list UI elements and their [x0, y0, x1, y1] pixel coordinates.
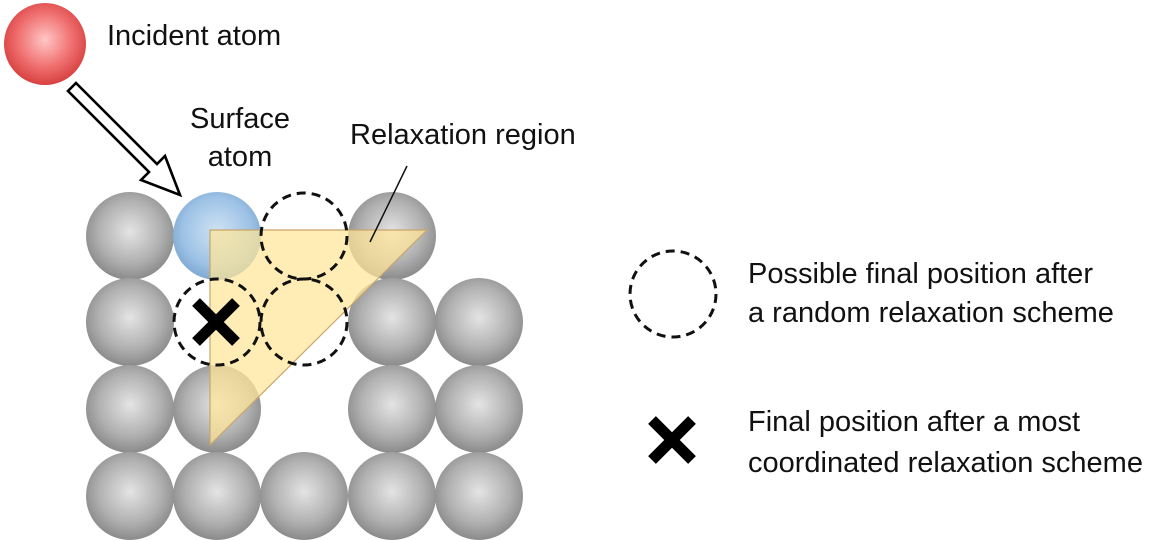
bulk-atom	[435, 365, 523, 453]
incidence-arrow-icon	[66, 81, 183, 198]
possible-positions	[172, 191, 349, 367]
legend-cross-icon	[648, 416, 696, 464]
bulk-atom	[435, 452, 523, 540]
legend-dashed-circle-icon	[628, 249, 718, 339]
incident-atom	[4, 3, 86, 85]
legend: Possible final position after a random r…	[628, 249, 1143, 479]
relaxation-region-label: Relaxation region	[350, 119, 576, 151]
relaxation-region-triangle	[209, 229, 429, 447]
legend-dashed-circle-text-line1: Possible final position after	[748, 258, 1093, 290]
bulk-atom	[173, 452, 261, 540]
legend-cross-text-line2: coordinated relaxation scheme	[748, 447, 1143, 479]
bulk-atom	[86, 192, 174, 280]
legend-dashed-circle-text-line2: a random relaxation scheme	[748, 297, 1114, 329]
surface-atom-label-line1: Surface	[190, 103, 290, 135]
bulk-atom	[260, 452, 348, 540]
bulk-atom	[348, 278, 436, 366]
bulk-atom	[435, 278, 523, 366]
bulk-atom	[86, 452, 174, 540]
bulk-atom	[86, 365, 174, 453]
bulk-atom	[86, 278, 174, 366]
final-position-cross-icon	[192, 298, 240, 346]
surface-atom-label-line2: atom	[208, 141, 272, 173]
possible-position-dashed-circle	[172, 277, 262, 367]
incident-atom-label: Incident atom	[107, 20, 281, 52]
possible-position-dashed-circle	[259, 277, 349, 367]
relaxation-region-leader-line	[369, 165, 408, 243]
legend-cross-text-line1: Final position after a most	[748, 406, 1080, 438]
bulk-atom	[348, 365, 436, 453]
bulk-atom	[348, 452, 436, 540]
